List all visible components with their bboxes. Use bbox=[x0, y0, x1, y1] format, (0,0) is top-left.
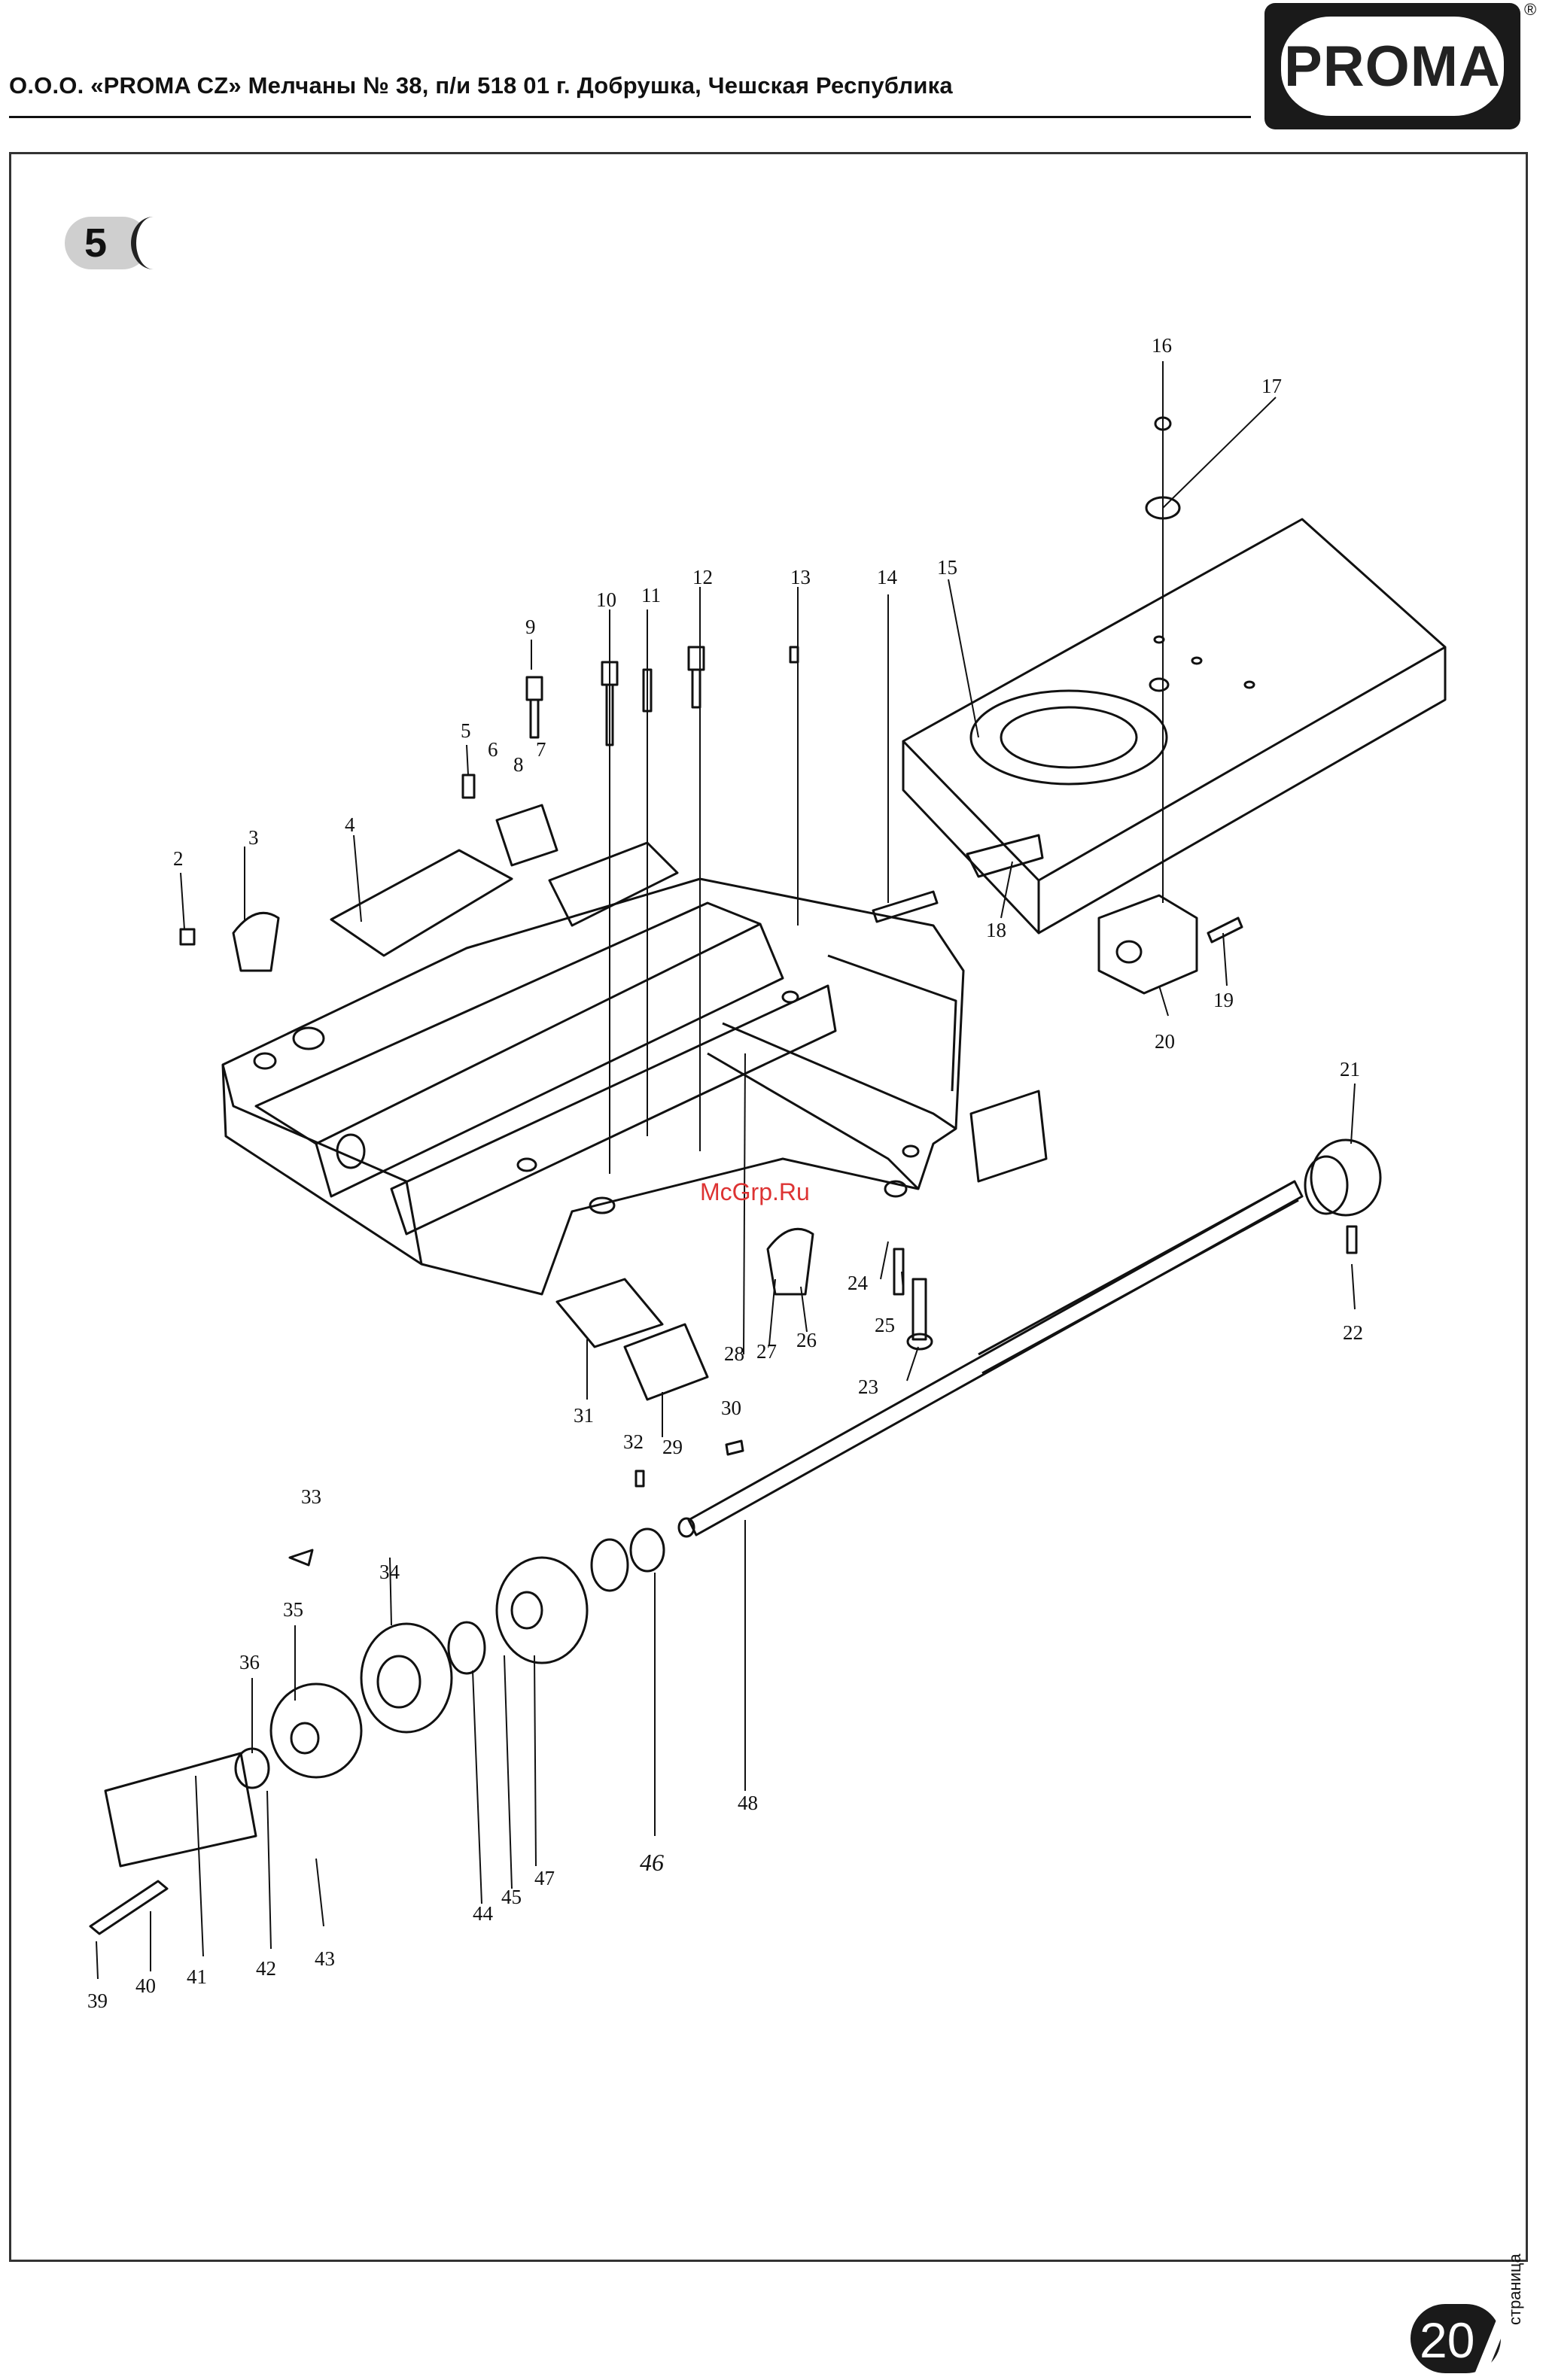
label-28: 28 bbox=[724, 1342, 744, 1365]
label-34: 34 bbox=[379, 1561, 400, 1583]
label-35: 35 bbox=[283, 1598, 303, 1621]
label-5: 5 bbox=[461, 719, 471, 742]
watermark: McGrp.Ru bbox=[700, 1178, 810, 1205]
label-12: 12 bbox=[692, 566, 713, 588]
label-22: 22 bbox=[1343, 1321, 1363, 1344]
label-40: 40 bbox=[135, 1974, 156, 1997]
label-2: 2 bbox=[173, 847, 184, 870]
label-25: 25 bbox=[875, 1314, 895, 1336]
gib-block-right bbox=[971, 1091, 1046, 1181]
label-11: 11 bbox=[641, 584, 661, 606]
block-29 bbox=[625, 1324, 708, 1400]
label-14: 14 bbox=[877, 566, 898, 588]
plate-4 bbox=[331, 850, 512, 956]
top-slide-15 bbox=[903, 519, 1445, 933]
screws bbox=[181, 418, 1356, 1486]
label-41: 41 bbox=[187, 1965, 207, 1988]
label-16: 16 bbox=[1152, 334, 1172, 357]
label-29: 29 bbox=[662, 1436, 683, 1458]
label-8: 8 bbox=[513, 753, 524, 776]
label-48: 48 bbox=[738, 1792, 758, 1814]
label-45: 45 bbox=[501, 1886, 522, 1908]
label-18: 18 bbox=[986, 919, 1006, 941]
label-6: 6 bbox=[488, 738, 498, 761]
label-20: 20 bbox=[1155, 1030, 1175, 1053]
label-13: 13 bbox=[790, 566, 811, 588]
nut-block-20 bbox=[1099, 895, 1197, 993]
label-7: 7 bbox=[536, 738, 546, 761]
label-33: 33 bbox=[301, 1485, 321, 1508]
label-21: 21 bbox=[1340, 1058, 1360, 1081]
page-number: 20 bbox=[1420, 2312, 1474, 2369]
label-24: 24 bbox=[848, 1272, 869, 1294]
handwheel-assembly bbox=[90, 1529, 664, 1934]
clip-3 bbox=[233, 913, 278, 971]
label-47: 47 bbox=[534, 1867, 555, 1889]
label-30: 30 bbox=[721, 1397, 741, 1419]
label-46: 46 bbox=[640, 1849, 664, 1876]
label-15: 15 bbox=[937, 556, 957, 579]
gib-block-7 bbox=[497, 805, 557, 865]
page-word: страница bbox=[1505, 2254, 1525, 2325]
label-27: 27 bbox=[756, 1340, 777, 1363]
label-3: 3 bbox=[248, 826, 259, 849]
label-26: 26 bbox=[796, 1329, 817, 1351]
saddle-body bbox=[223, 843, 963, 1294]
label-10: 10 bbox=[596, 588, 616, 611]
label-4: 4 bbox=[345, 813, 355, 836]
label-9: 9 bbox=[525, 616, 536, 638]
label-23: 23 bbox=[858, 1375, 878, 1398]
label-17: 17 bbox=[1261, 375, 1282, 397]
label-36: 36 bbox=[239, 1651, 260, 1673]
label-44: 44 bbox=[473, 1902, 494, 1925]
label-42: 42 bbox=[256, 1957, 276, 1980]
label-43: 43 bbox=[315, 1947, 335, 1970]
pinion-21 bbox=[1305, 1140, 1380, 1215]
label-32: 32 bbox=[623, 1430, 644, 1453]
page-number-badge: 20 страница bbox=[1401, 2295, 1529, 2378]
label-19: 19 bbox=[1213, 989, 1234, 1011]
label-39: 39 bbox=[87, 1989, 108, 2012]
label-31: 31 bbox=[574, 1404, 594, 1427]
block-31 bbox=[557, 1279, 662, 1347]
